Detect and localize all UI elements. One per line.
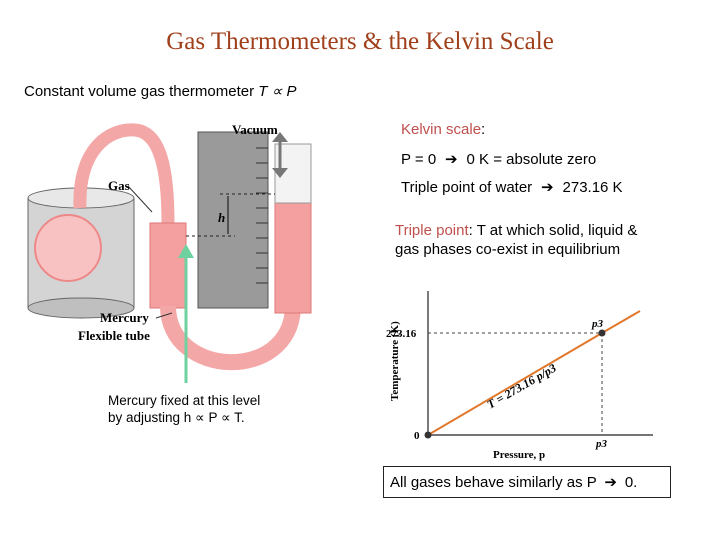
gas-label: Gas (108, 178, 130, 193)
gases-summary-box: All gases behave similarly as P ➔ 0. (383, 466, 671, 498)
kelvin-line-zero: P = 0 ➔ 0 K = absolute zero (401, 150, 596, 168)
mercury-label: Mercury (100, 310, 149, 325)
kelvin-heading: Kelvin scale: (401, 121, 485, 138)
right-mercury-column (274, 202, 312, 314)
kelvin-heading-label: Kelvin scale (401, 121, 482, 138)
h-label: h (218, 210, 225, 225)
right-arrow-icon: ➔ (541, 179, 554, 196)
scale-ticks (256, 147, 268, 284)
y-tick-273: 273.16 (386, 328, 417, 340)
mercury-leader-line (155, 312, 173, 319)
subtitle-formula: T ∝ P (258, 83, 297, 100)
subtitle: Constant volume gas thermometer T ∝ P (24, 82, 297, 100)
origin-point (424, 431, 432, 439)
subtitle-text: Constant volume gas thermometer (24, 83, 255, 100)
triple-point-definition: Triple point: T at which solid, liquid &… (395, 221, 637, 259)
kelvin-graph: 273.16 0 p3 p3 Pressure, p Temperature (… (386, 291, 653, 461)
gas-tube (73, 123, 175, 224)
y-tick-0: 0 (414, 430, 420, 442)
arrow-up-icon (272, 132, 288, 142)
triple-point-marker (598, 329, 606, 337)
triple-point-text-1: : T at which solid, liquid & (468, 222, 638, 239)
mercury-note-line1: Mercury fixed at this level (108, 393, 261, 408)
x-tick-p3: p3 (595, 438, 608, 450)
temperature-pressure-line (427, 332, 603, 436)
gas-bulb (34, 214, 102, 282)
flexible-tube-label: Flexible tube (78, 328, 150, 343)
left-mercury-column (149, 222, 187, 309)
kelvin-heading-colon: : (481, 121, 486, 138)
line-extension (601, 310, 641, 334)
point-label-p3: p3 (591, 318, 604, 330)
mercury-note-line2: by adjusting h ∝ P ∝ T. (108, 410, 245, 425)
scale-board (197, 131, 269, 309)
kelvin-line-zero-post: 0 K = absolute zero (466, 151, 597, 168)
line-equation-label: T = 273.16 p/p3 (485, 361, 559, 412)
beaker-bottom (27, 297, 135, 319)
triple-point-label: Triple point (395, 222, 469, 239)
kelvin-line-triple-water: Triple point of water ➔ 273.16 K (401, 178, 623, 196)
arrow-down-icon (272, 168, 288, 178)
mercury-note: Mercury fixed at this level by adjusting… (108, 392, 260, 426)
summary-text-post: 0. (624, 474, 638, 491)
gas-leader-line (127, 185, 153, 213)
arrow-up-icon (178, 244, 194, 258)
kelvin-line-triple-pre: Triple point of water (401, 179, 533, 196)
kelvin-line-zero-pre: P = 0 (401, 151, 437, 168)
gas-thermometer-diagram: h Vacuum Gas Mercury Flexible tube (27, 122, 312, 383)
right-arrow-icon: ➔ (604, 474, 617, 491)
slide-title: Gas Thermometers & the Kelvin Scale (166, 28, 554, 55)
summary-text-pre: All gases behave similarly as P (390, 474, 597, 491)
kelvin-line-triple-post: 273.16 K (562, 179, 623, 196)
vacuum-label: Vacuum (232, 122, 278, 137)
flexible-tube-shape (160, 305, 301, 371)
y-axis-label: Temperature (K) (389, 321, 401, 401)
x-axis-label: Pressure, p (493, 449, 545, 461)
triple-point-text-2: gas phases co-exist in equilibrium (395, 241, 621, 258)
right-arrow-icon: ➔ (445, 151, 458, 168)
